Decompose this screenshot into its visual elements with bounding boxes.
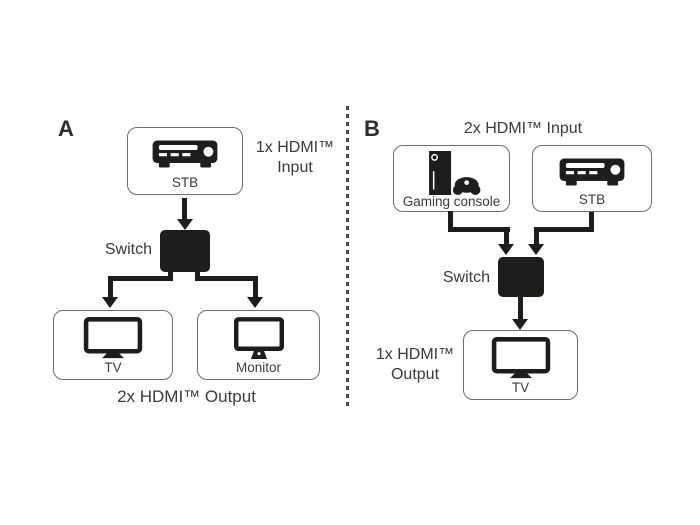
input-count-label-a: 1x HDMI™ Input xyxy=(247,138,343,178)
set-top-box-icon xyxy=(555,146,629,193)
stb-label: STB xyxy=(171,174,199,190)
arrow-switch-to-tv-b xyxy=(518,296,523,320)
switch-label-b: Switch xyxy=(442,269,490,286)
stb-label-b: STB xyxy=(578,191,606,207)
output-count-label-a: 2x HDMI™ Output xyxy=(117,387,256,406)
monitor-label-a: Monitor xyxy=(235,359,281,375)
gaming-console-label: Gaming console xyxy=(402,194,501,209)
arrow-stb-to-switch-stem xyxy=(589,212,594,232)
arrow-switch-to-monitor-a xyxy=(253,276,258,297)
input-label-a-line2: Input xyxy=(277,159,313,176)
gaming-console-icon xyxy=(423,146,481,195)
set-top-box-icon xyxy=(148,128,222,176)
arrowhead-icon xyxy=(177,219,193,230)
panel-divider-dashed-line xyxy=(346,106,349,408)
gaming-console-box: Gaming console xyxy=(393,145,510,212)
arrowhead-icon xyxy=(498,244,514,255)
tv-box-a: TV xyxy=(53,310,173,380)
switch-label-a: Switch xyxy=(104,241,152,258)
arrow-console-to-switch-bar xyxy=(448,227,510,232)
branch-bar-right-a xyxy=(195,276,258,281)
output-label-b-line2: Output xyxy=(390,366,440,383)
tv-icon xyxy=(83,311,143,361)
panel-a-letter: A xyxy=(58,116,74,141)
output-label-b-line1: 1x HDMI™ xyxy=(375,346,455,363)
input-count-label-b: 2x HDMI™ Input xyxy=(463,120,583,137)
arrowhead-icon xyxy=(247,297,263,308)
arrow-stb-to-switch-bar xyxy=(534,227,594,232)
arrow-console-to-switch-stem xyxy=(448,211,453,232)
tv-box-b: TV xyxy=(463,330,578,400)
branch-bar-left-a xyxy=(108,276,173,281)
arrowhead-icon xyxy=(102,297,118,308)
stb-box-b: STB xyxy=(532,145,652,212)
panel-b-letter: B xyxy=(364,116,380,141)
tv-icon xyxy=(491,331,551,381)
arrowhead-icon xyxy=(512,319,528,330)
monitor-icon xyxy=(233,311,284,361)
monitor-box-a: Monitor xyxy=(197,310,320,380)
tv-label-b: TV xyxy=(511,379,530,395)
tv-label-a: TV xyxy=(104,359,122,375)
arrow-stb-to-switch-a xyxy=(182,198,187,220)
output-count-label-b: 1x HDMI™ Output xyxy=(370,345,460,385)
switch-block-a xyxy=(160,230,210,272)
arrow-stb-to-switch-drop xyxy=(534,227,539,245)
stb-box: STB xyxy=(127,127,243,195)
switch-block-b xyxy=(498,257,544,297)
input-label-a-line1: 1x HDMI™ xyxy=(255,139,335,156)
arrow-console-to-switch-drop xyxy=(504,227,509,245)
arrowhead-icon xyxy=(528,244,544,255)
arrow-switch-to-tv-a xyxy=(108,276,113,297)
